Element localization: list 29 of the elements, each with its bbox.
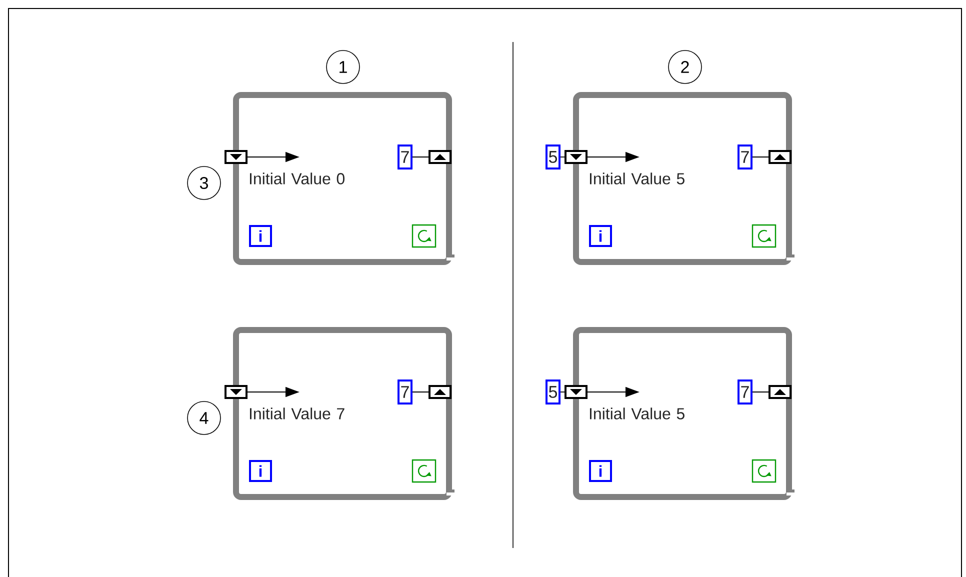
shift-register-terminal xyxy=(768,385,792,399)
loop-condition-icon xyxy=(412,459,436,483)
numeric-constant: 5 xyxy=(546,380,560,404)
callout-number: 1 xyxy=(326,50,360,84)
iteration-terminal: i xyxy=(249,225,272,247)
wire xyxy=(412,156,429,158)
loop-condition-icon xyxy=(752,459,776,483)
shift-register-terminal xyxy=(564,385,588,399)
callout-number: 2 xyxy=(668,50,702,84)
iteration-terminal: i xyxy=(589,225,612,247)
shift-register-terminal xyxy=(224,150,248,164)
shift-register-terminal xyxy=(768,150,792,164)
iteration-terminal: i xyxy=(249,460,272,482)
shift-register-terminal xyxy=(428,150,452,164)
loop-condition-icon xyxy=(752,224,776,248)
shift-register-terminal xyxy=(564,150,588,164)
wire xyxy=(752,156,769,158)
numeric-constant: 7 xyxy=(738,144,752,170)
callout-number: 3 xyxy=(187,166,221,200)
numeric-constant: 7 xyxy=(398,380,412,404)
wire xyxy=(560,156,565,158)
numeric-constant: 5 xyxy=(546,144,560,170)
loop-condition-icon xyxy=(412,224,436,248)
shift-register-terminal xyxy=(428,385,452,399)
callout-number: 4 xyxy=(187,401,221,435)
iteration-terminal: i xyxy=(589,460,612,482)
numeric-constant: 7 xyxy=(398,144,412,170)
numeric-constant: 7 xyxy=(738,380,752,404)
shift-register-terminal xyxy=(224,385,248,399)
